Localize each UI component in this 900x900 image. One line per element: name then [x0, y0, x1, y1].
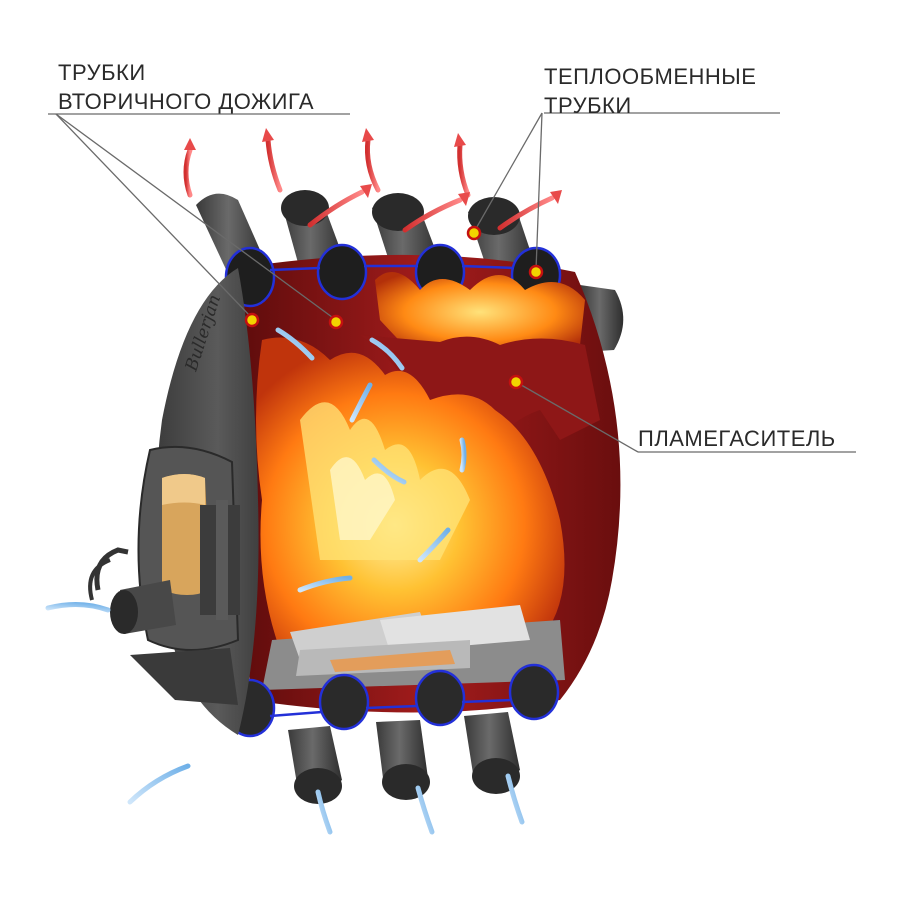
marker-heat-exchange-1 [466, 225, 482, 241]
leader-lines [48, 112, 856, 453]
label-line: трубки [544, 93, 632, 118]
marker-flame-arrester [508, 374, 524, 390]
hot-air-arrow [183, 147, 193, 198]
cold-air-arrow [459, 437, 467, 473]
cold-air-arrow [297, 575, 353, 593]
air-intake-regulator[interactable] [88, 547, 176, 634]
label-line: Теплообменные [544, 64, 757, 89]
hot-air-arrow [457, 142, 471, 198]
cold-air-arrow [369, 337, 405, 371]
firewood [262, 605, 565, 690]
cold-air-arrow [315, 789, 333, 835]
flame-arrester-baffle [360, 335, 600, 450]
marker-secondary-burn-1 [244, 312, 260, 328]
hot-air-arrows [183, 137, 555, 233]
label-line: Пламегаситель [638, 426, 836, 451]
hot-air-arrow [307, 189, 365, 228]
hot-air-arrow [265, 137, 283, 193]
cold-air-arrow [275, 327, 315, 361]
bottom-pipes [288, 712, 520, 804]
label-heat-exchange-tubes: Теплообменные трубки [544, 62, 756, 120]
cold-air-arrow [505, 773, 525, 825]
cold-air-arrow [349, 382, 373, 423]
upper-flames [375, 272, 585, 352]
label-line: вторичного дожига [58, 89, 315, 114]
marker-heat-exchange-2 [528, 264, 544, 280]
callout-markers [244, 225, 544, 390]
label-line: Трубки [58, 60, 146, 85]
stove-foot [130, 648, 238, 705]
cold-air-arrow [415, 785, 435, 835]
hot-air-arrow [497, 195, 555, 231]
cold-air-arrows [45, 327, 525, 835]
cold-air-arrow [371, 457, 407, 485]
label-flame-arrester: Пламегаситель [638, 424, 836, 453]
cold-air-arrow [127, 763, 191, 805]
cold-air-arrow [45, 602, 111, 613]
marker-secondary-burn-2 [328, 314, 344, 330]
hot-air-arrow [402, 197, 463, 233]
label-secondary-burn-tubes: Трубки вторичного дожига [58, 58, 314, 116]
cold-air-arrow [417, 527, 451, 563]
hot-air-arrow [365, 137, 381, 193]
